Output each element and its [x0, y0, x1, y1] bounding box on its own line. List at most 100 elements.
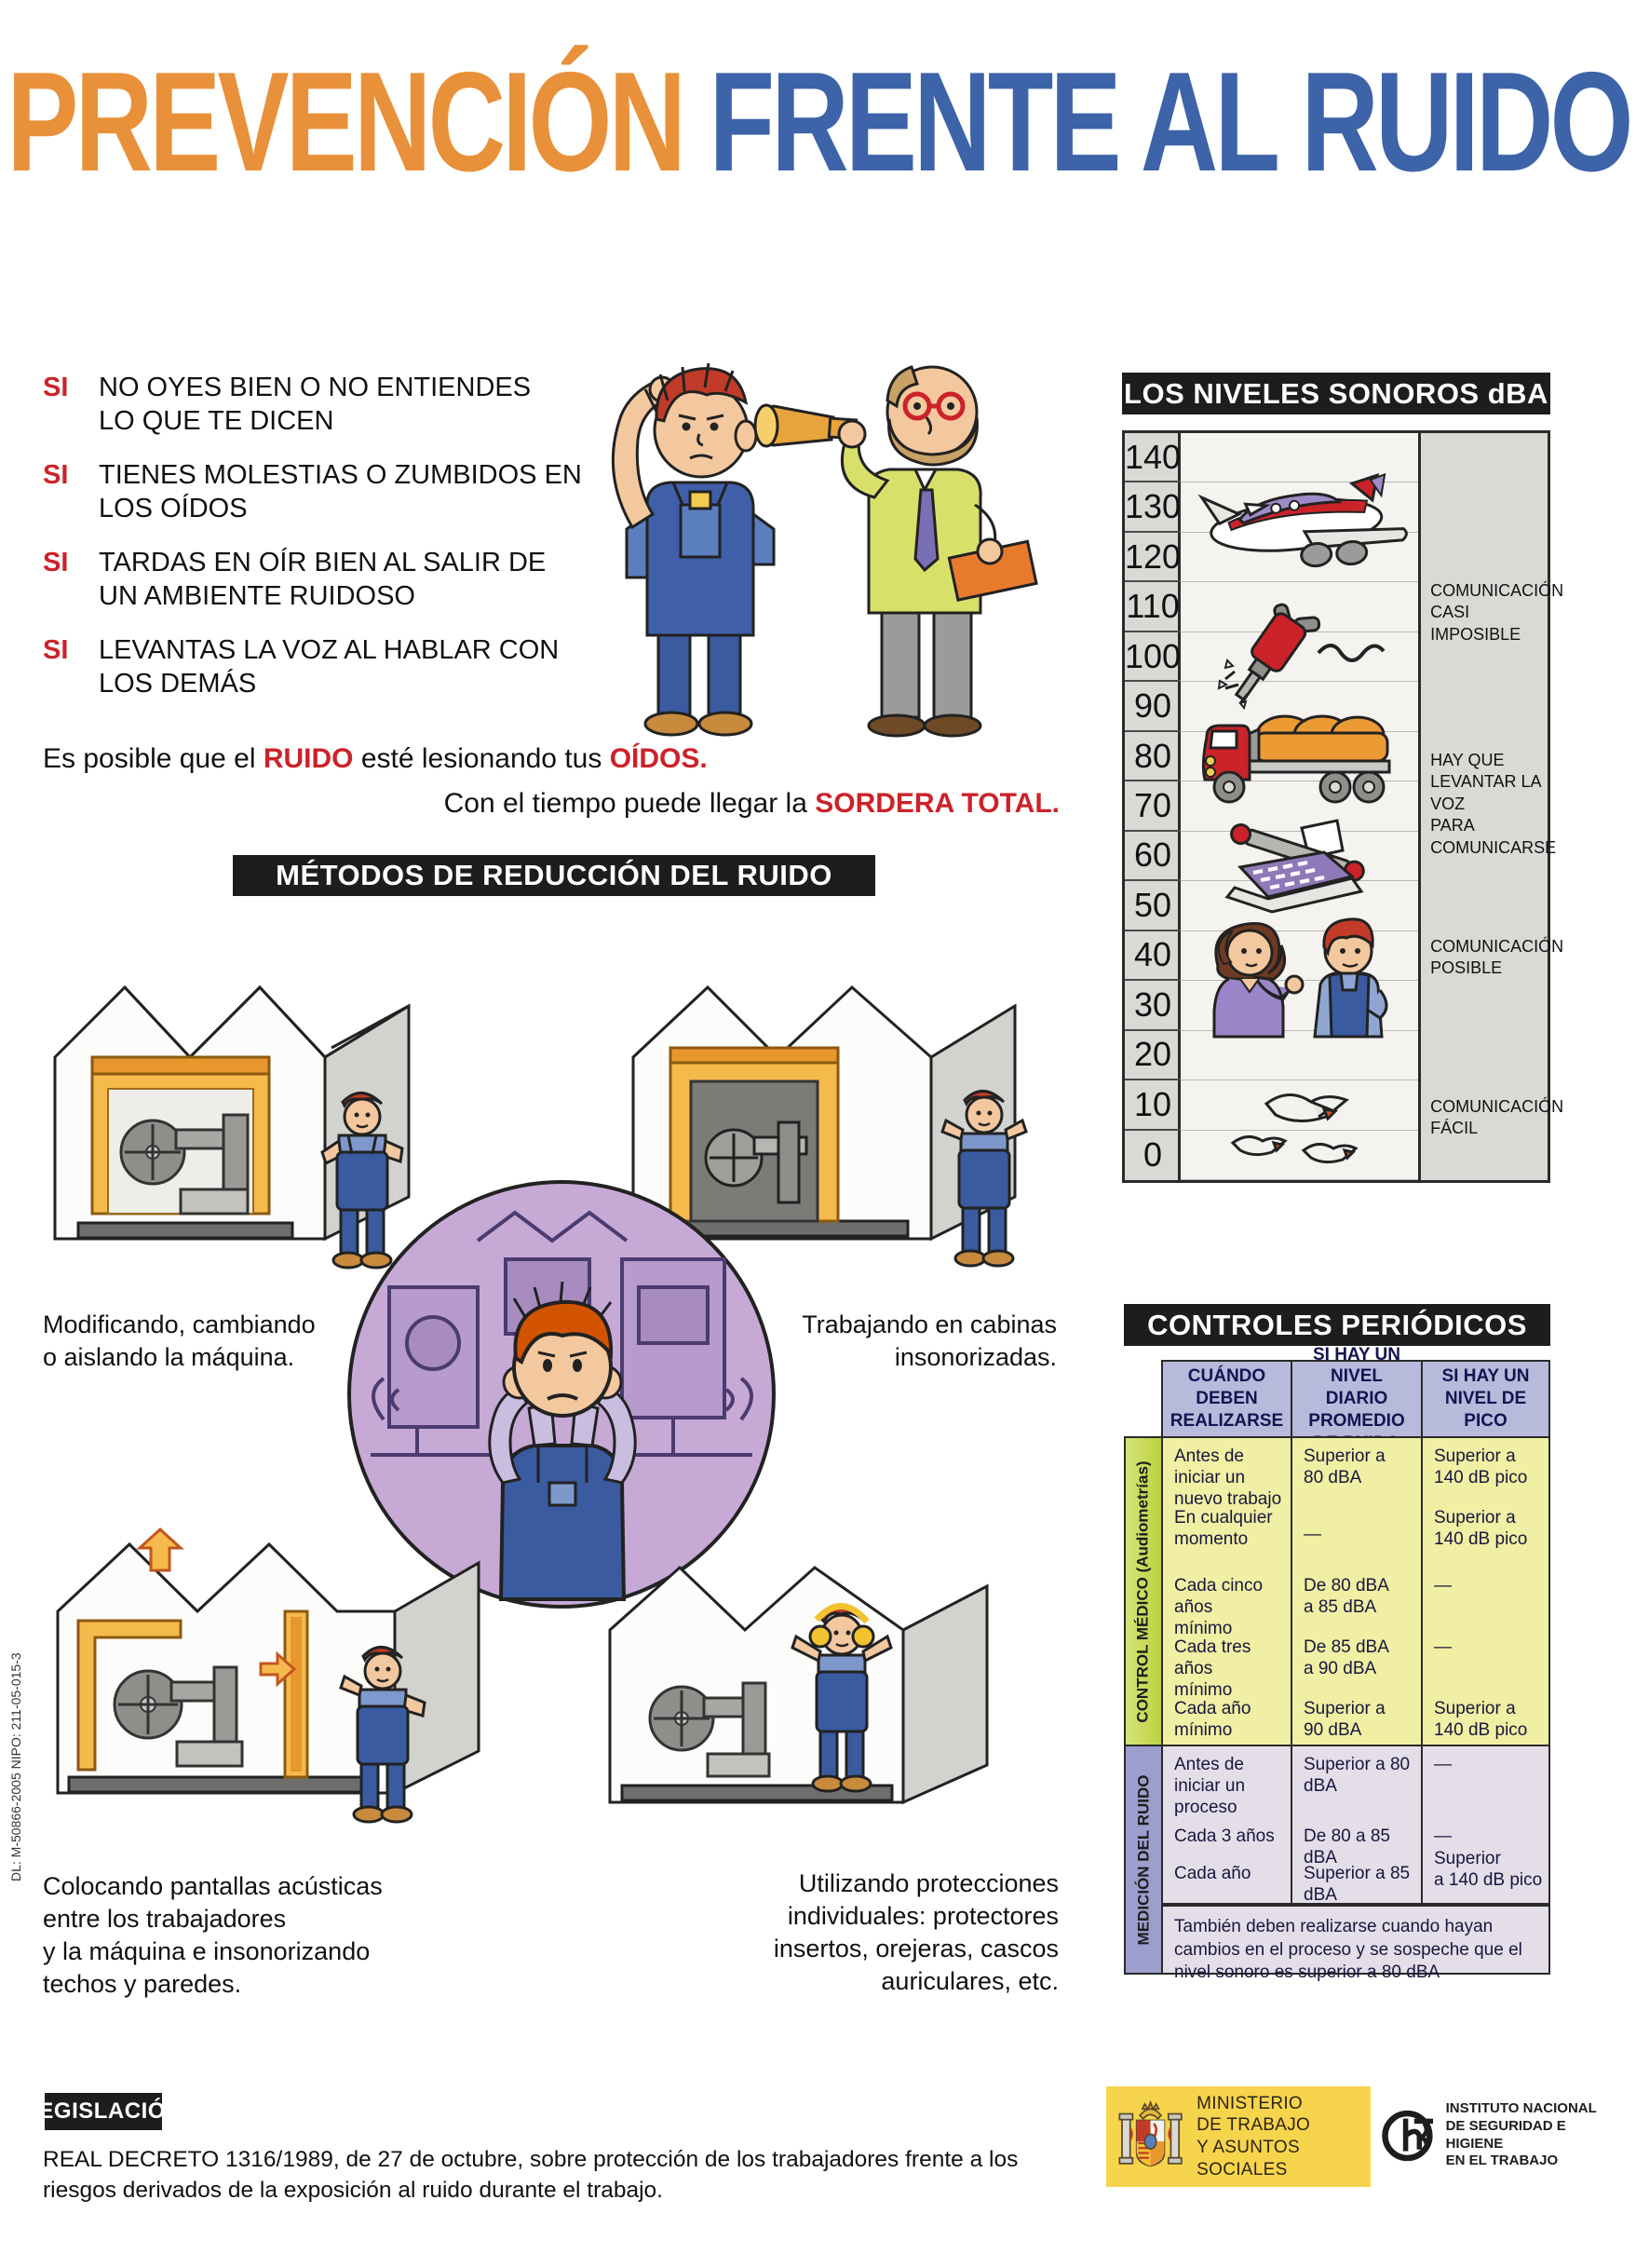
warning-sordera: SORDERA TOTAL.: [815, 788, 1060, 819]
db-value: 10: [1125, 1080, 1182, 1131]
warning-line-2: Con el tiempo puede llegar la SORDERA TO…: [43, 788, 1060, 820]
man-with-trumpet: [837, 365, 1038, 738]
warning-ruido: RUIDO: [263, 743, 354, 774]
controls-cell: Superior a 140 dB pico Superior a 140 dB…: [1421, 1436, 1550, 1564]
section-label-control-medico: CONTROL MÉDICO (Audiometrías): [1124, 1436, 1163, 1746]
worker-figure: [339, 1646, 426, 1824]
warning-text: esté lesionando tus: [353, 743, 610, 774]
db-note: HAY QUE LEVANTAR LA VOZ PARA COMUNICARSE: [1430, 751, 1557, 857]
birds-icon: [1230, 1093, 1359, 1164]
db-value: 70: [1125, 781, 1182, 832]
controls-peak: —: [1434, 1827, 1452, 1846]
warning-text: Es posible que el: [43, 743, 264, 774]
db-value: 140: [1125, 433, 1182, 483]
db-icons-column: [1181, 433, 1419, 1180]
worker-covering-ears: [488, 1281, 637, 1601]
ministry-logo: MINISTERIO DE TRABAJO Y ASUNTOS SOCIALES: [1106, 2086, 1371, 2187]
worker-with-hearing-loss: [611, 362, 776, 737]
conversation-icon: [1212, 917, 1388, 1039]
db-value: 130: [1125, 482, 1182, 533]
insht-logo-icon: [1382, 2110, 1434, 2161]
si-marker: SI: [43, 373, 69, 402]
method-illustration-cabin: [631, 985, 1028, 1268]
controls-cell: Superior a 80 dBA: [1291, 1745, 1423, 1818]
db-note: COMUNICACIÓN FÁCIL: [1430, 1097, 1564, 1138]
controls-peak: Superior a 140 dB pico: [1434, 1699, 1528, 1741]
symptom-text: NO OYES BIEN O NO ENTIENDES LO QUE TE DI…: [99, 373, 532, 437]
method-illustration-screens: [56, 1527, 480, 1824]
symptom-text: TARDAS EN OÍR BIEN AL SALIR DE UN AMBIEN…: [99, 548, 547, 612]
tanker-truck-icon: [1201, 714, 1391, 804]
controls-peak: Superior a 140 dB pico: [1434, 1508, 1528, 1550]
method-illustration-ear-protection: [608, 1565, 989, 1805]
legislation-header-text: LEGISLACIÓN: [24, 2098, 183, 2124]
db-value: 90: [1125, 682, 1182, 732]
legislation-text: REAL DECRETO 1316/1989, de 27 de octubre…: [43, 2147, 1019, 2204]
ministry-text: MINISTERIO DE TRABAJO Y ASUNTOS SOCIALES: [1197, 2093, 1311, 2180]
controls-when: En cualquier momento: [1174, 1508, 1273, 1550]
title-frente-al-ruido: FRENTE AL RUIDO: [709, 43, 1633, 201]
db-notes-column: COMUNICACIÓN CASI IMPOSIBLE HAY QUE LEVA…: [1418, 433, 1564, 1180]
controls-when: Cada tres años mínimo: [1174, 1637, 1251, 1701]
controls-col-header: SI HAY UN NIVEL DE PICO: [1421, 1360, 1550, 1438]
db-value: 20: [1125, 1031, 1182, 1081]
sound-levels-header: LOS NIVELES SONOROS dBA: [1122, 373, 1550, 414]
symptom-item: SI TIENES MOLESTIAS O ZUMBIDOS EN LOS OÍ…: [43, 458, 657, 526]
controls-when: Cada 3 años: [1174, 1827, 1275, 1846]
controls-daily: Superior a 90 dBA: [1304, 1699, 1386, 1741]
worker-figure: [320, 1092, 404, 1270]
page-title: PREVENCIÓN FRENTE AL RUIDO: [7, 48, 1633, 197]
airplane-icon: [1197, 472, 1408, 568]
symptom-item: SI TARDAS EN OÍR BIEN AL SALIR DE UN AMB…: [43, 546, 657, 614]
worker-figure: [940, 1090, 1028, 1268]
method-caption: Trabajando en cabinas insonorizadas.: [802, 1311, 1057, 1372]
controls-peak: —: [1434, 1637, 1452, 1657]
controls-cell: De 80 a 85 dBA Superior a 85 dBA: [1291, 1816, 1423, 1905]
warning-text: Con el tiempo puede llegar la: [443, 788, 816, 819]
woman: [1212, 922, 1305, 1039]
spain-coat-of-arms-icon: [1118, 2099, 1183, 2167]
si-marker: SI: [43, 548, 69, 577]
controls-daily: Superior a 80 dBA: [1304, 1755, 1411, 1797]
institute-text: INSTITUTO NACIONAL DE SEGURIDAD E HIGIEN…: [1445, 2100, 1597, 2169]
controls-peak: —: [1434, 1755, 1452, 1774]
controls-table: CUÁNDO DEBEN REALIZARSE SI HAY UN NIVEL …: [1124, 1345, 1550, 1982]
controls-cell: —: [1421, 1745, 1550, 1818]
db-value: 120: [1125, 533, 1182, 583]
controls-note: También deben realizarse cuando hayan ca…: [1161, 1905, 1550, 1982]
db-note: COMUNICACIÓN CASI IMPOSIBLE: [1430, 581, 1564, 644]
controls-header-text: CONTROLES PERIÓDICOS: [1147, 1308, 1527, 1341]
controls-peak: Superior a 140 dB pico: [1434, 1446, 1528, 1488]
man: [1313, 917, 1388, 1039]
controls-cell: Cada 3 años Cada año: [1161, 1816, 1292, 1905]
method-caption: Utilizando protecciones individuales: pr…: [773, 1869, 1059, 1996]
methods-header: MÉTODOS DE REDUCCIÓN DEL RUIDO: [233, 855, 875, 896]
db-value: 100: [1125, 632, 1182, 683]
controls-daily: De 80 dBA a 85 dBA: [1304, 1576, 1389, 1618]
controls-cell: Antes de iniciar un proceso: [1161, 1745, 1292, 1818]
warning-line-1: Es posible que el RUIDO esté lesionando …: [43, 743, 708, 775]
controls-cell: De 80 dBA a 85 dBA De 85 dBA a 90 dBA Su…: [1291, 1562, 1423, 1746]
db-value: 80: [1125, 732, 1182, 782]
controls-when: Cada año: [1174, 1864, 1251, 1883]
db-value: 50: [1125, 881, 1182, 931]
controls-daily: Superior a 80 dBA: [1304, 1446, 1386, 1488]
section-label-text: CONTROL MÉDICO (Audiometrías): [1134, 1460, 1153, 1723]
jackhammer-icon: [1217, 603, 1386, 711]
db-value: 110: [1125, 582, 1182, 632]
symptom-item: SI NO OYES BIEN O NO ENTIENDES LO QUE TE…: [43, 371, 657, 439]
controls-cell: — Superior a 140 dB pico: [1421, 1816, 1550, 1905]
controls-daily: —: [1304, 1525, 1321, 1544]
section-label-text: MEDICIÓN DEL RUIDO: [1134, 1774, 1153, 1945]
db-value: 40: [1125, 931, 1182, 982]
sound-levels-table: 140 130 120 110 100 90 80 70 60 50 40 30…: [1122, 430, 1564, 1183]
method-caption: Colocando pantallas acústicas entre los …: [43, 1872, 383, 1999]
si-marker: SI: [43, 635, 69, 665]
method-illustration-isolate-machine: [53, 985, 411, 1270]
symptom-text: TIENES MOLESTIAS O ZUMBIDOS EN LOS OÍDOS: [99, 460, 582, 524]
controls-header: CONTROLES PERIÓDICOS: [1124, 1304, 1550, 1346]
db-scale-column: 140 130 120 110 100 90 80 70 60 50 40 30…: [1125, 433, 1182, 1180]
worker-with-ear-muffs: [791, 1603, 893, 1793]
symptom-item: SI LEVANTAS LA VOZ AL HABLAR CON LOS DEM…: [43, 633, 657, 701]
controls-peak: —: [1434, 1576, 1452, 1596]
